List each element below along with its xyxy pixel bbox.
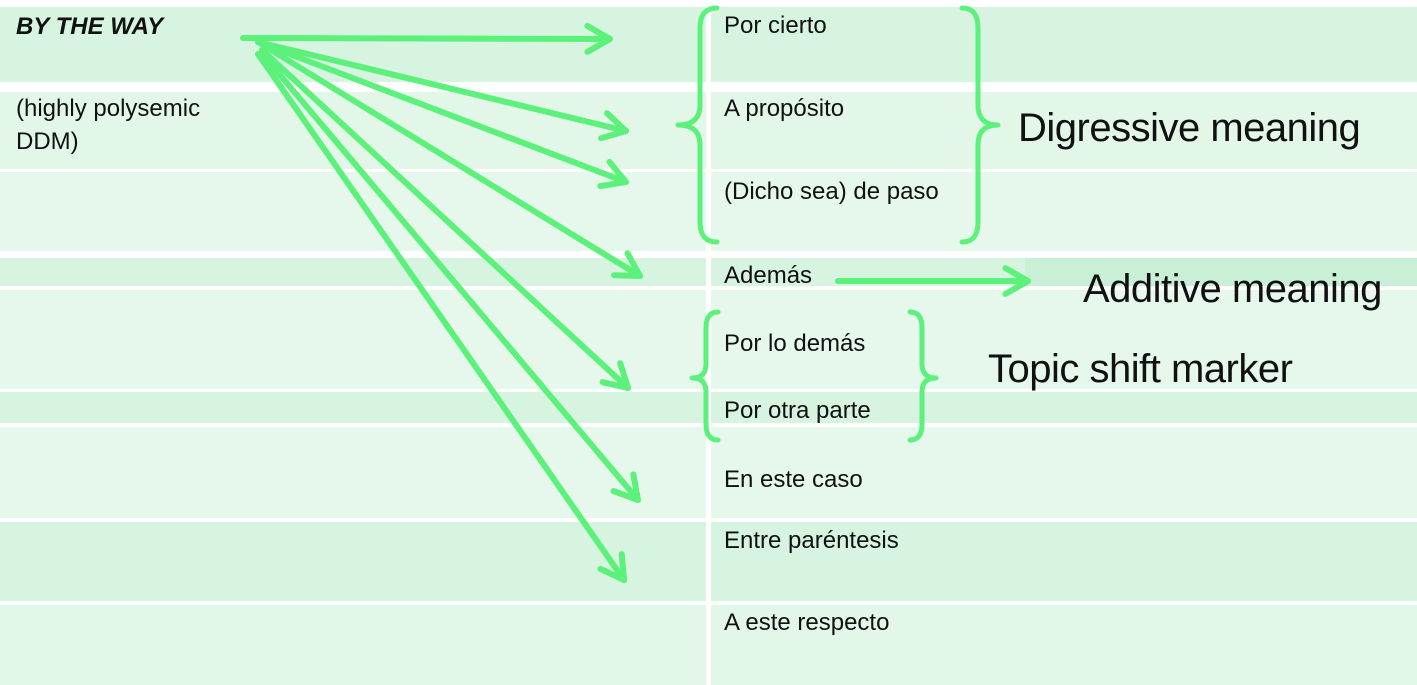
translation-item: (Dicho sea) de paso (724, 178, 939, 205)
source-subtitle-line2: DDM) (16, 128, 79, 155)
arrow-line (255, 39, 629, 134)
arrowhead (1002, 265, 1031, 297)
table-row (0, 92, 1417, 169)
arrowhead (598, 110, 629, 142)
arrowhead (599, 360, 631, 391)
arrow-line (259, 47, 631, 391)
translation-item: A propósito (724, 95, 845, 122)
table-row (0, 522, 1417, 601)
translation-item: Por cierto (724, 12, 827, 39)
brace-right-topic-shift (907, 309, 939, 443)
table-cell-left (0, 290, 706, 389)
source-subtitle-line1: (highly polysemic (16, 95, 201, 122)
table-cell-right (711, 7, 1417, 82)
table-cell-left (0, 172, 706, 251)
arrows-group (240, 23, 1031, 583)
arrow-line (261, 53, 641, 503)
table-cell-left (0, 392, 706, 423)
arrowhead (597, 551, 627, 583)
arrow-line (240, 35, 613, 42)
arrowhead (611, 250, 643, 279)
arrowhead (597, 158, 629, 190)
table-cell-right (711, 427, 1417, 518)
digressive-meaning-label: Digressive meaning (1018, 106, 1361, 150)
table-cell-right (711, 290, 1417, 389)
table-row (0, 7, 1417, 82)
table-cell-left (0, 7, 706, 82)
arrowhead (584, 23, 613, 55)
table-cell-right (711, 172, 1417, 251)
source-heading: BY THE WAY (16, 13, 164, 40)
brace-right-digressive (959, 5, 1001, 245)
table-cell-right (711, 522, 1417, 601)
table-row (0, 605, 1417, 685)
table-cell-left (0, 605, 706, 685)
topic-shift-marker-label: Topic shift marker (988, 347, 1293, 391)
arrow-line (255, 39, 629, 185)
table-cell-right (711, 392, 1417, 423)
translation-item: Entre paréntesis (724, 527, 899, 554)
table-cell-right (711, 605, 1417, 685)
translation-item: Por lo demás (724, 330, 866, 357)
additive-meaning-label: Additive meaning (1083, 267, 1382, 311)
additive-band (1025, 258, 1417, 286)
translation-item: Por otra parte (724, 397, 871, 424)
translation-item: En este caso (724, 466, 863, 493)
table-row (0, 172, 1417, 251)
table-row (0, 392, 1417, 423)
table-row (0, 427, 1417, 518)
translation-item: A este respecto (724, 609, 890, 636)
table-cell-left (0, 258, 706, 286)
translation-item: Además (724, 262, 813, 289)
arrow-line (255, 51, 627, 583)
table-row (0, 290, 1417, 389)
table-cell-right (711, 92, 1417, 169)
braces (675, 5, 1001, 443)
brace-left-digressive (675, 5, 720, 245)
table-cell-left (0, 522, 706, 601)
brace-left-topic-shift (689, 309, 721, 443)
arrow-line (255, 39, 643, 279)
arrowhead (610, 471, 641, 503)
